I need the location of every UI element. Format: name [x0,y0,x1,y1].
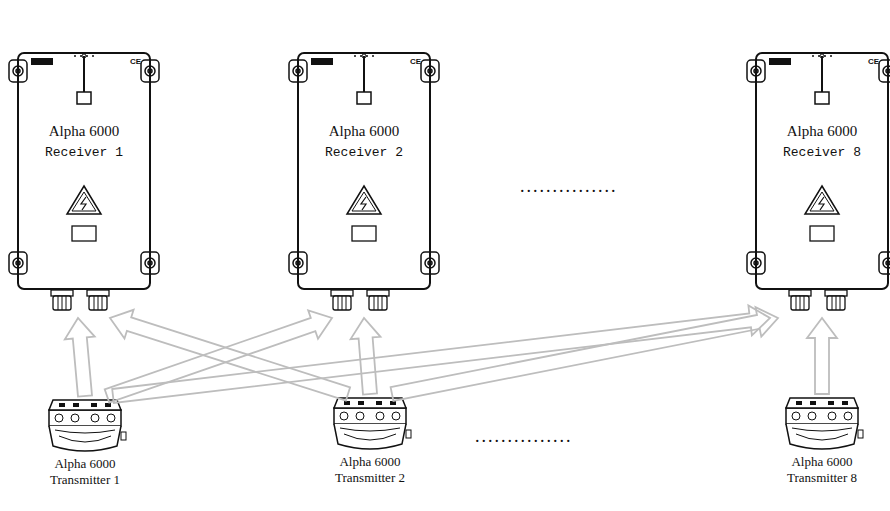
transmitter-device: Alpha 6000 Transmitter 2 [310,392,430,492]
radio-link-arrow [807,318,837,394]
radio-link-arrow [105,310,332,402]
radio-link-arrow [110,310,350,401]
transmitter-device: Alpha 6000 Transmitter 1 [25,394,145,494]
ce-mark: CE [130,57,141,66]
radio-link-arrow [65,318,95,397]
model-name: Alpha 6000 [19,122,149,140]
radio-link-arrow [112,306,770,404]
receiver-name: Receiver 8 [757,144,887,162]
model-name: Alpha 6000 [757,122,887,140]
radio-link-arrow [351,318,381,395]
model-name: Alpha 6000 [299,122,429,140]
receiver-name: Receiver 1 [19,144,149,162]
receiver-box: Alpha 6000Receiver 1 [17,52,151,290]
transmitter-name: Alpha 6000 Transmitter 1 [37,456,133,488]
transmitter-name: Alpha 6000 Transmitter 2 [322,454,418,486]
transmitter-device: Alpha 6000 Transmitter 8 [762,392,882,492]
radio-link-arrow [391,307,778,401]
ellipsis: ............... [520,176,618,197]
transmitter-name: Alpha 6000 Transmitter 8 [774,454,870,486]
ellipsis: ............... [475,426,573,447]
ce-mark: CE [868,57,879,66]
receiver-box: Alpha 6000Receiver 8 [755,52,889,290]
receiver-box: Alpha 6000Receiver 2 [297,52,431,290]
ce-mark: CE [410,57,421,66]
receiver-name: Receiver 2 [299,144,429,162]
